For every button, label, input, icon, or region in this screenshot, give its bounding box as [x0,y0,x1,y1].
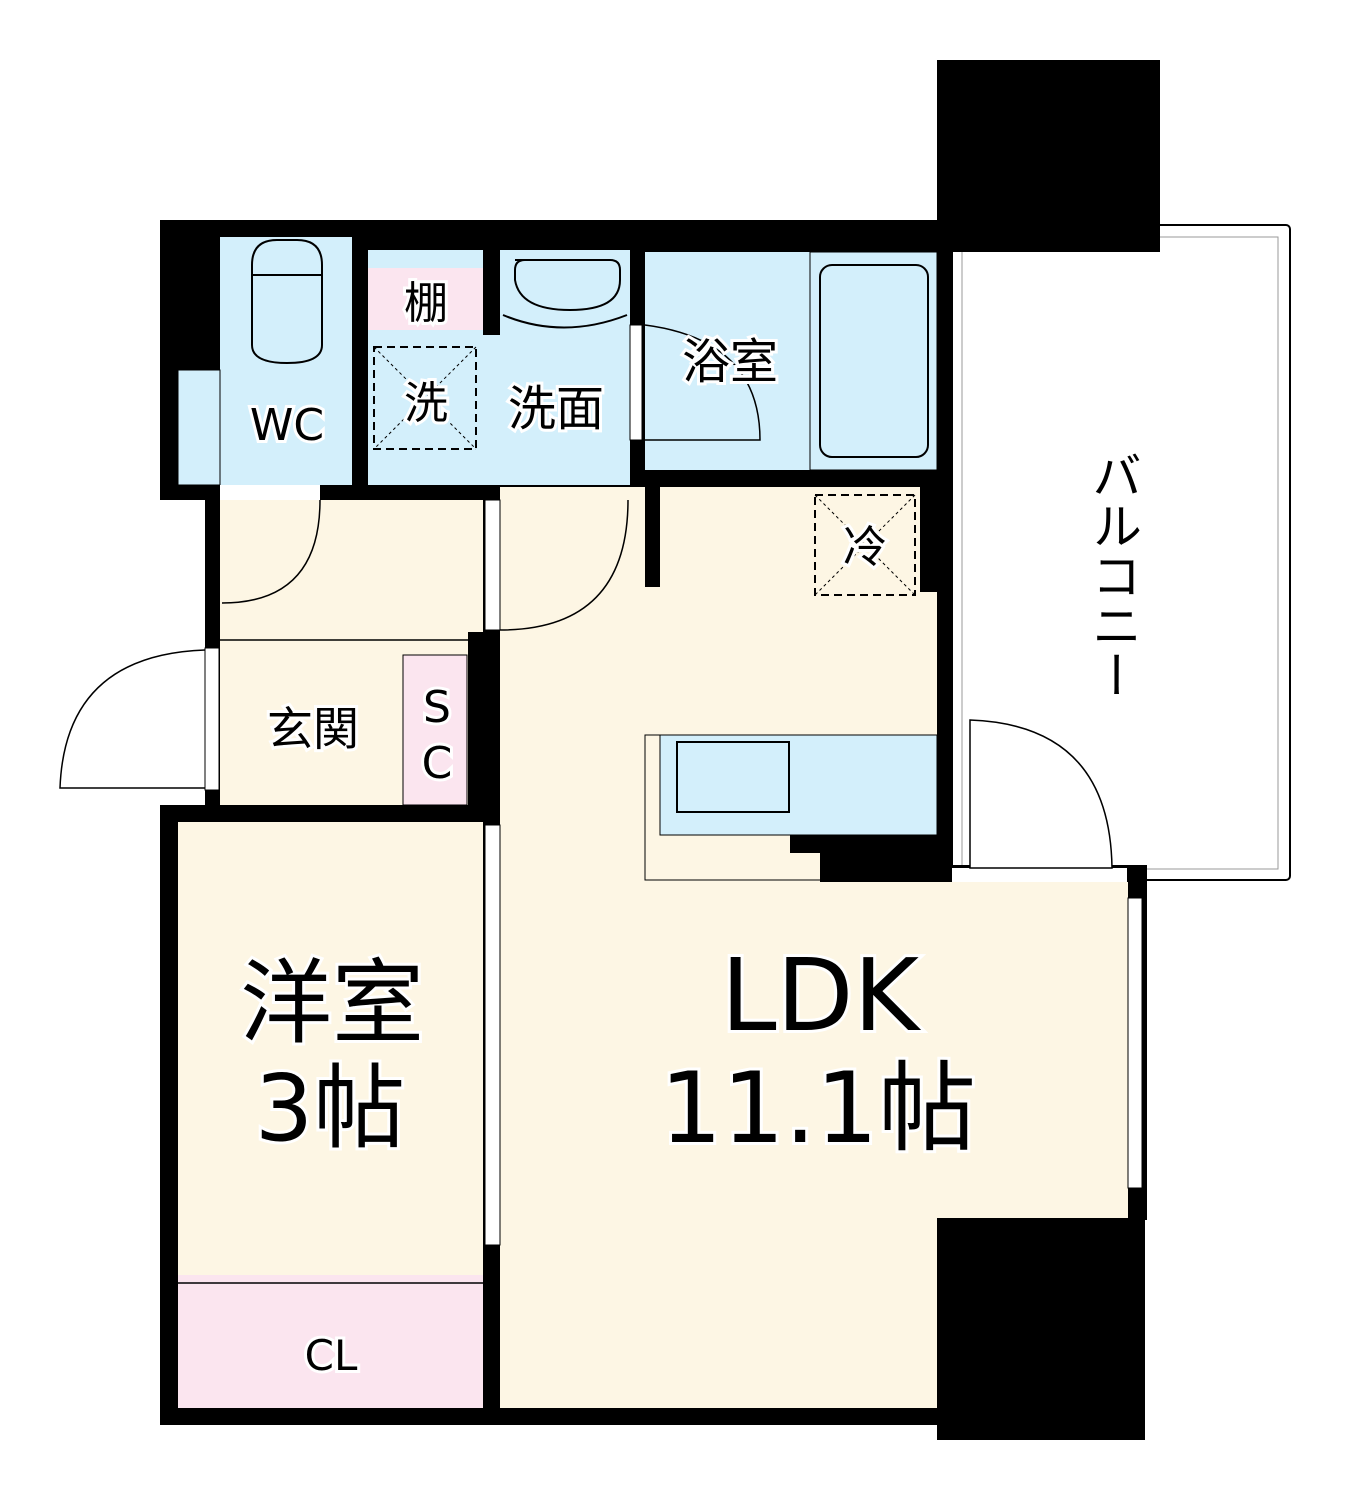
window-ldk [1127,897,1143,1189]
pillar-top [937,60,1160,252]
kitchen-wall [820,835,937,882]
sink-icon [502,259,628,329]
label-western-size: 3帖 [255,1055,406,1162]
wall-shelf [483,250,500,335]
label-sc-c: C [422,738,453,789]
label-entrance: 玄関 [267,702,359,756]
label-bath: 浴室 [682,334,778,390]
label-balcony: バルコニー [1084,450,1142,700]
exterior-entrance-gap [160,500,205,805]
room-ldk [500,487,937,1408]
shelf [368,268,483,330]
balcony-door-gap [952,868,1127,882]
kitchen-counter [659,734,938,836]
ldk-wall-stub [645,487,660,587]
label-ldk: LDK [721,937,922,1054]
washer-cross [373,346,477,450]
fridge-space [814,494,916,596]
label-closet: CL [305,1331,358,1380]
washer-space [373,346,477,450]
entrance-door-swing [59,649,206,789]
kitchen-wall-step [790,835,820,853]
closet [178,1275,483,1408]
wc-counter [177,369,221,486]
label-ldk-size: 11.1帖 [660,1052,976,1166]
toilet-icon [251,239,323,365]
bath-door [629,324,643,441]
hall-door-swing [221,499,321,604]
bathtub-icon [809,251,938,471]
balcony-door-swing [969,719,1113,869]
entrance-door [204,647,220,791]
bath-door-swing [644,324,761,441]
label-fridge: 冷 [843,522,887,573]
ldk-door-swing [499,499,629,631]
label-western-room: 洋室 [240,950,424,1057]
sliding-door [484,824,501,1246]
wall-sc [468,632,500,822]
hall-ldk-door [484,499,501,631]
label-sc-s: S [423,682,451,733]
pillar-bottom [937,1218,1145,1440]
ldk-bay [930,882,1128,1218]
label-washroom: 洗面 [508,381,604,437]
label-washer: 洗 [404,378,448,429]
wc-door [220,485,320,500]
label-wc: WC [250,400,324,451]
shoe-closet [402,654,468,806]
kitchen-sink [676,741,790,813]
room-wc [220,237,352,485]
bathtub-inner [819,264,929,458]
label-shelf: 棚 [404,278,448,329]
wall-fridge [920,487,937,592]
room-western [178,822,483,1275]
